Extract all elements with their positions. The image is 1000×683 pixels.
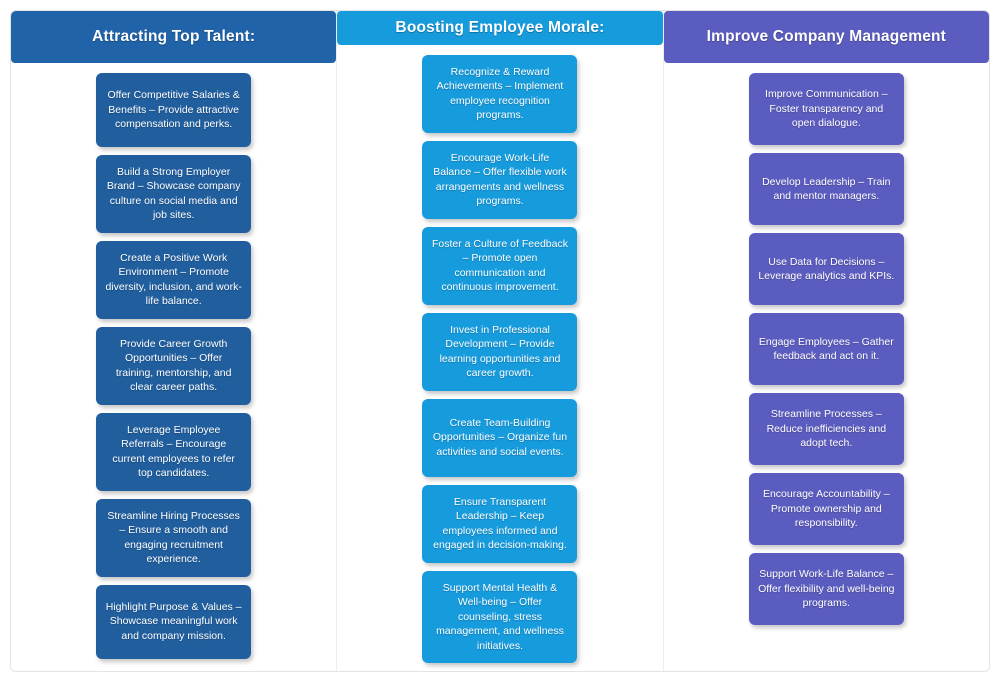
- card[interactable]: Provide Career Growth Opportunities – Of…: [96, 326, 252, 405]
- card[interactable]: Create a Positive Work Environment – Pro…: [96, 240, 252, 319]
- column-header-improve-company-management[interactable]: Improve Company Management: [663, 11, 989, 63]
- card[interactable]: Encourage Accountability – Promote owner…: [748, 473, 904, 545]
- card[interactable]: Streamline Processes – Reduce inefficien…: [748, 393, 904, 465]
- card[interactable]: Invest in Professional Development – Pro…: [422, 312, 578, 391]
- card-list-attracting-top-talent: Offer Competitive Salaries & Benefits – …: [11, 63, 336, 667]
- card[interactable]: Highlight Purpose & Values – Showcase me…: [96, 584, 252, 659]
- card[interactable]: Leverage Employee Referrals – Encourage …: [96, 412, 252, 491]
- card[interactable]: Engage Employees – Gather feedback and a…: [748, 313, 904, 385]
- card[interactable]: Create Team-Building Opportunities – Org…: [422, 398, 578, 477]
- card-list-improve-company-management: Improve Communication – Foster transpare…: [664, 63, 989, 633]
- card[interactable]: Streamline Hiring Processes – Ensure a s…: [96, 498, 252, 577]
- card[interactable]: Foster a Culture of Feedback – Promote o…: [422, 226, 578, 305]
- card[interactable]: Encourage Work-Life Balance – Offer flex…: [422, 140, 578, 219]
- column-header-boosting-employee-morale[interactable]: Boosting Employee Morale:: [337, 11, 663, 45]
- three-column-board: Attracting Top Talent: Offer Competitive …: [10, 10, 990, 672]
- column-boosting-employee-morale: Boosting Employee Morale: Recognize & Rew…: [336, 11, 663, 671]
- card[interactable]: Offer Competitive Salaries & Benefits – …: [96, 73, 252, 147]
- card[interactable]: Build a Strong Employer Brand – Showcase…: [96, 155, 252, 233]
- column-header-attracting-top-talent[interactable]: Attracting Top Talent:: [11, 11, 337, 63]
- card[interactable]: Improve Communication – Foster transpare…: [748, 73, 904, 145]
- card[interactable]: Recognize & Reward Achievements – Implem…: [422, 54, 578, 133]
- card[interactable]: Support Mental Health & Well-being – Off…: [422, 570, 578, 663]
- column-attracting-top-talent: Attracting Top Talent: Offer Competitive …: [11, 11, 337, 671]
- card[interactable]: Develop Leadership – Train and mentor ma…: [748, 153, 904, 225]
- card[interactable]: Use Data for Decisions – Leverage analyt…: [748, 233, 904, 305]
- card[interactable]: Support Work-Life Balance – Offer flexib…: [748, 553, 904, 625]
- card-list-boosting-employee-morale: Recognize & Reward Achievements – Implem…: [337, 45, 662, 671]
- card[interactable]: Ensure Transparent Leadership – Keep emp…: [422, 484, 578, 563]
